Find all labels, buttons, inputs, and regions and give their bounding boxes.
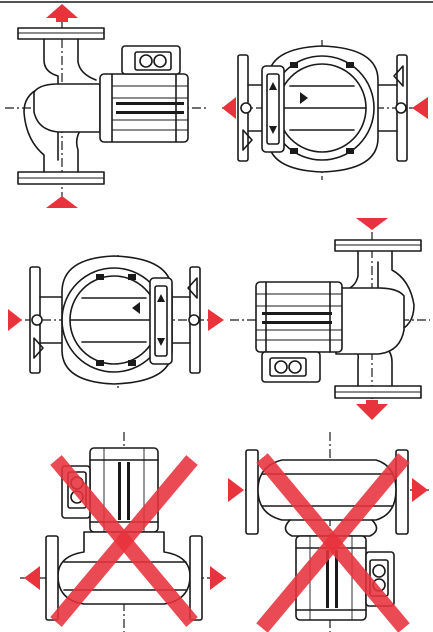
flow-arrow-left <box>24 566 40 590</box>
left-flange <box>45 535 59 621</box>
right-flange <box>189 535 203 621</box>
top-flange <box>17 27 105 40</box>
top-flange <box>334 239 422 252</box>
flow-arrow-right-inlet <box>8 309 22 331</box>
flow-arrow-up-bottom <box>46 196 78 208</box>
left-flange <box>245 449 259 535</box>
pipe-wall-left <box>43 38 59 91</box>
flow-arrow-left-inlet <box>222 97 236 119</box>
not-allowed-cross-bar-2 <box>256 453 410 632</box>
motor-housing <box>255 281 343 353</box>
panel-motor-horizontal-flow-down <box>230 218 430 420</box>
flow-arrow-down-bottom <box>356 400 388 420</box>
panel-motor-facing-flow-left <box>222 40 428 180</box>
flow-arrow-up-top <box>46 4 78 22</box>
flow-arrow-left-outlet <box>412 97 428 119</box>
flow-arrow-down-top <box>356 218 388 230</box>
flow-arrow-right-outlet <box>412 478 428 502</box>
volute-body <box>33 83 101 133</box>
panel-motor-horizontal-flow-up <box>5 4 208 208</box>
flow-arrow-right <box>210 566 226 590</box>
not-allowed-cross-bar-2 <box>50 455 198 627</box>
panel-motor-facing-flow-right <box>8 255 224 390</box>
panel-motor-up-not-allowed <box>20 432 226 632</box>
panel-motor-down-not-allowed <box>228 432 432 632</box>
flow-arrow-right-outlet <box>208 309 224 331</box>
volute-body <box>335 287 405 355</box>
motor-housing <box>99 73 189 143</box>
flow-arrow-right-inlet <box>228 478 244 502</box>
